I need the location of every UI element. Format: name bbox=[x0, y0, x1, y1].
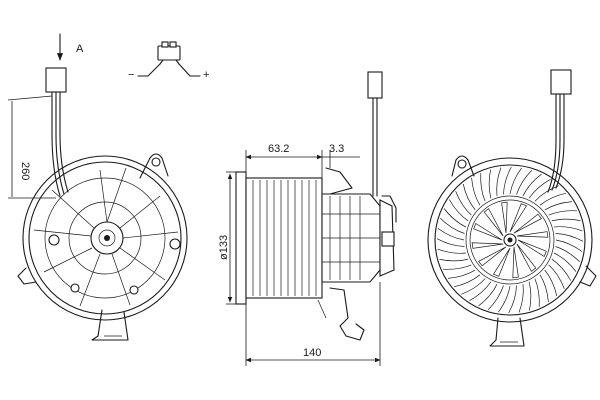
dim-diameter: ø133 bbox=[218, 235, 230, 260]
impeller-spoke bbox=[517, 239, 547, 258]
fan-blade bbox=[509, 167, 522, 195]
fan-blade bbox=[443, 208, 467, 228]
side-connector-plug bbox=[367, 71, 383, 99]
view-arrow-label: A bbox=[76, 43, 84, 55]
impeller-spoke bbox=[473, 222, 503, 241]
dim-gap: 3.3 bbox=[329, 143, 344, 155]
fan-blade bbox=[436, 238, 465, 247]
fan-blade bbox=[461, 278, 486, 295]
fan-blade bbox=[539, 274, 549, 303]
fan-blade bbox=[440, 217, 465, 234]
fan-blade bbox=[480, 173, 486, 202]
impeller-spoke bbox=[516, 243, 537, 272]
fan-blade bbox=[453, 274, 481, 288]
impeller-spoke bbox=[512, 246, 519, 279]
dim-overall-length: 140 bbox=[303, 347, 321, 359]
fan-blade bbox=[455, 191, 472, 216]
fan-blade bbox=[503, 166, 512, 195]
impeller-spoke bbox=[509, 203, 528, 233]
side-view: 63.2 3.3 ø133 140 bbox=[218, 71, 397, 366]
connector-schematic: − + bbox=[128, 41, 209, 81]
impeller-spoke bbox=[492, 247, 511, 277]
impeller-spoke bbox=[483, 208, 504, 237]
fan-blade bbox=[447, 269, 476, 279]
fan-blade bbox=[553, 252, 577, 272]
fan-blade bbox=[544, 269, 558, 297]
fan-blade bbox=[551, 258, 572, 281]
fan-blade bbox=[469, 281, 492, 302]
fan-blade bbox=[551, 218, 581, 222]
fan-blade bbox=[544, 201, 573, 211]
fan-blade bbox=[555, 239, 583, 252]
fan-blade bbox=[518, 284, 524, 313]
impeller-spoke bbox=[501, 201, 508, 234]
fan-blade bbox=[516, 170, 533, 195]
impeller-spoke bbox=[478, 246, 507, 267]
fan-blade bbox=[522, 173, 542, 197]
dim-cable-length: 260 bbox=[19, 162, 31, 180]
fan-blade bbox=[439, 258, 469, 262]
fan-blade bbox=[488, 169, 492, 199]
fan-blade bbox=[554, 226, 583, 232]
impeller-spoke bbox=[516, 231, 549, 238]
front-connector-plug bbox=[45, 67, 67, 93]
fan-blade bbox=[478, 283, 498, 307]
fan-blade bbox=[548, 264, 565, 289]
fan-blade bbox=[487, 285, 504, 310]
fan-blade bbox=[508, 285, 517, 314]
view-arrow-a: A bbox=[56, 33, 84, 61]
impeller-spoke bbox=[471, 242, 504, 249]
rear-connector-plug bbox=[550, 69, 572, 95]
fan-blade bbox=[528, 281, 532, 311]
terminal-plus: + bbox=[203, 69, 209, 81]
fan-blade bbox=[548, 210, 577, 216]
fan-blade bbox=[437, 228, 465, 241]
fan-blade bbox=[539, 192, 567, 206]
fan-blade bbox=[555, 233, 584, 242]
fan-blade bbox=[555, 246, 580, 263]
fan-blade bbox=[462, 183, 476, 211]
rear-view-right bbox=[427, 69, 597, 347]
fan-blade bbox=[443, 264, 472, 270]
fan-blade bbox=[437, 248, 466, 254]
fan-blade bbox=[528, 178, 551, 199]
impeller-spoke bbox=[513, 213, 542, 234]
front-view-left: 260 bbox=[7, 67, 188, 341]
fan-blade bbox=[498, 285, 511, 313]
terminal-minus: − bbox=[128, 69, 134, 81]
fan-blade bbox=[471, 177, 481, 206]
fan-blade bbox=[534, 185, 559, 202]
fan-blade bbox=[496, 167, 502, 196]
dim-housing-depth: 63.2 bbox=[268, 143, 289, 155]
fan-blade bbox=[534, 278, 540, 307]
fan-blade bbox=[448, 199, 469, 222]
